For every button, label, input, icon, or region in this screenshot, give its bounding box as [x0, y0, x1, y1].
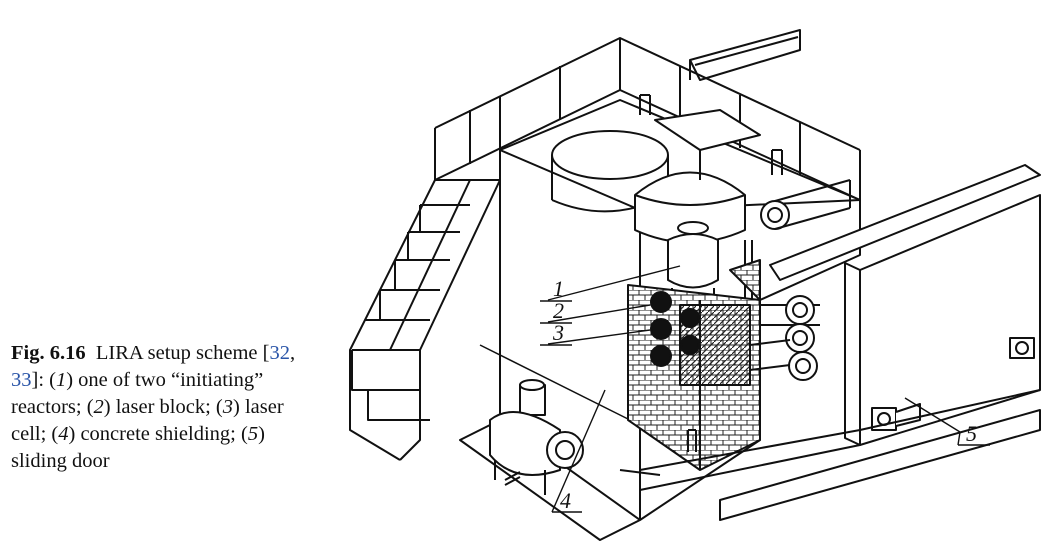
lira-setup-svg: 1 2 3 4 5 [349, 29, 1041, 541]
staircase [349, 128, 501, 461]
initiating-reactor-2 [634, 109, 761, 244]
citation-link-32[interactable]: 32 [269, 342, 290, 364]
caption-item-number-4: 4 [58, 423, 69, 445]
floor-rails [639, 389, 1041, 521]
callout-1: 1 [553, 276, 564, 301]
rear-rail [689, 29, 801, 81]
caption-item-number-2: 2 [93, 396, 104, 418]
caption-item-text-5: ) sliding door [11, 423, 265, 472]
callout-3: 3 [552, 320, 564, 345]
caption-item-text-1: ) one of two “initiating” reactors; ( [11, 369, 264, 418]
caption-item-number-1: 1 [55, 369, 67, 391]
caption-after-refs: ]: ( [31, 369, 56, 391]
sliding-door [769, 164, 1041, 446]
callout-4: 4 [560, 488, 571, 513]
caption-item-number-5: 5 [247, 423, 259, 445]
figure-caption: Fig. 6.16 LIRA setup scheme [32, 33]: (1… [11, 340, 311, 475]
upper-pipe [760, 179, 851, 230]
lira-setup-drawing: 1 2 3 4 5 [320, 0, 1062, 541]
caption-intro: LIRA setup scheme [ [95, 342, 270, 364]
callout-leaders [540, 265, 990, 513]
front-valve [619, 429, 697, 476]
caption-item-text-3: ) laser cell; ( [11, 396, 284, 445]
citation-link-33[interactable]: 33 [11, 369, 32, 391]
figure-label: Fig. 6.16 [11, 342, 86, 364]
caption-item-text-4: ) concrete shielding; ( [68, 423, 248, 445]
output-pipes [749, 295, 820, 381]
pump-assembly [489, 379, 584, 495]
caption-separator: , [289, 342, 296, 364]
callout-2: 2 [553, 298, 564, 323]
caption-item-number-3: 3 [222, 396, 233, 418]
caption-item-text-2: ) laser block; ( [103, 396, 223, 418]
callout-5: 5 [966, 421, 977, 446]
